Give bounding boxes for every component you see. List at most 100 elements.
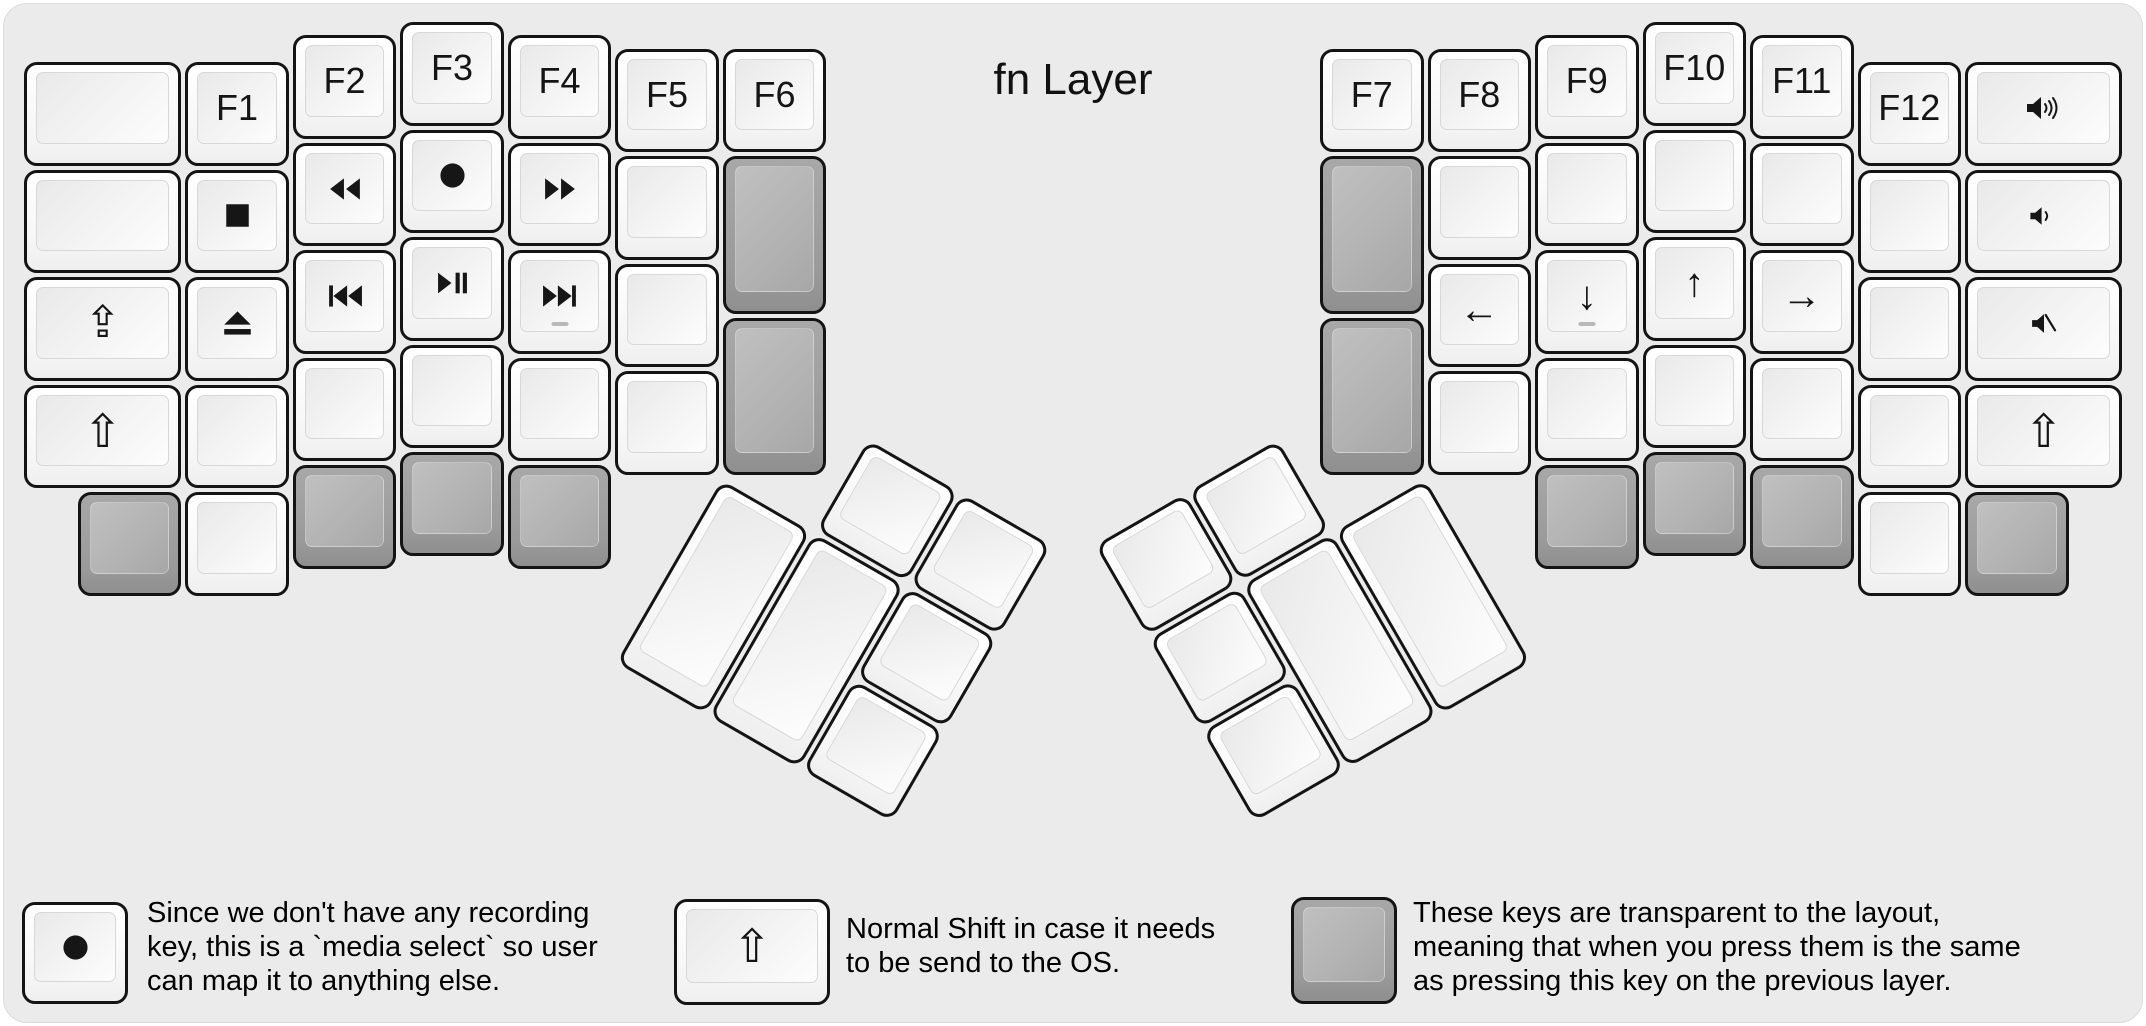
key-label: F8: [1458, 73, 1501, 115]
key-f1[interactable]: F1: [185, 62, 289, 166]
keycap-surface: ←: [1439, 273, 1519, 346]
key-f12[interactable]: F12: [1857, 62, 1961, 166]
fast-forward-icon: [543, 176, 577, 202]
legend-text-line: to be send to the OS.: [846, 947, 1121, 979]
key-blank[interactable]: [1642, 344, 1746, 448]
key-arrow-down[interactable]: ↓: [1535, 250, 1639, 354]
key-stop[interactable]: [185, 169, 289, 274]
key-blank[interactable]: [615, 156, 719, 260]
key-blank[interactable]: [1427, 371, 1531, 475]
key-prev-track[interactable]: [292, 250, 397, 354]
key-transparent[interactable]: [1965, 492, 2069, 596]
key-blank[interactable]: [1535, 357, 1639, 462]
legend-text-line: key, this is a `media select` so user: [147, 931, 598, 963]
key-blank[interactable]: [1857, 277, 1961, 381]
key-blank[interactable]: [1750, 357, 1854, 462]
key-blank[interactable]: [292, 357, 397, 462]
keycap-surface: [1332, 327, 1412, 453]
key-transparent[interactable]: [400, 452, 504, 556]
key-label: ⇧: [83, 404, 122, 457]
keycap-surface: [1654, 462, 1734, 534]
key-blank[interactable]: [24, 62, 182, 166]
key-blank[interactable]: [1642, 129, 1746, 233]
key-blank[interactable]: [1535, 142, 1639, 247]
key-play-pause[interactable]: [400, 237, 504, 341]
record-icon: [61, 933, 90, 962]
key-shift[interactable]: ⇧: [24, 384, 182, 489]
key-eject[interactable]: [185, 277, 289, 381]
key-fast-forward[interactable]: [507, 142, 612, 247]
keycap-surface: [197, 394, 277, 467]
key-blank[interactable]: [615, 371, 719, 475]
key-f6[interactable]: F6: [722, 48, 827, 153]
key-blank[interactable]: [507, 357, 612, 462]
keycap-surface: [412, 247, 492, 319]
key-arrow-up[interactable]: ↑: [1642, 237, 1746, 341]
key-label: F3: [430, 46, 473, 88]
keycap-surface: [36, 179, 170, 252]
key-blank[interactable]: [1427, 156, 1531, 260]
stop-icon: [224, 202, 251, 229]
keycap-surface: [1164, 601, 1269, 704]
keycap-surface: F5: [627, 58, 707, 131]
keycap-surface: [34, 912, 116, 982]
key-transparent[interactable]: [1750, 465, 1854, 569]
legend-key-transparent: [1291, 897, 1397, 1004]
key-blank[interactable]: [400, 344, 504, 448]
key-transparent[interactable]: [507, 465, 612, 569]
key-transparent[interactable]: [292, 465, 397, 569]
key-transparent[interactable]: [722, 156, 827, 314]
legend-text-line: as pressing this key on the previous lay…: [1413, 965, 1952, 997]
key-f8[interactable]: F8: [1427, 48, 1531, 153]
key-transparent[interactable]: [722, 317, 827, 475]
key-transparent[interactable]: [1535, 465, 1639, 569]
key-f2[interactable]: F2: [292, 35, 397, 139]
keycap-surface: [1547, 367, 1627, 440]
legend-text-line: Since we don't have any recording: [147, 897, 590, 929]
key-arrow-left[interactable]: ←: [1427, 263, 1531, 368]
key-transparent[interactable]: [1320, 317, 1424, 475]
key-f5[interactable]: F5: [615, 48, 719, 153]
keycap-surface: [1303, 907, 1385, 982]
key-blank[interactable]: [1750, 142, 1854, 247]
key-next-track[interactable]: [507, 250, 612, 354]
keycap-surface: [1869, 179, 1949, 252]
key-blank[interactable]: [1857, 492, 1961, 596]
keycap-surface: ⇪: [36, 287, 170, 359]
key-volume-down[interactable]: [1965, 169, 2123, 274]
key-blank[interactable]: [1857, 169, 1961, 274]
key-rewind[interactable]: [292, 142, 397, 247]
key-volume-up[interactable]: [1965, 62, 2123, 166]
key-blank[interactable]: [24, 169, 182, 274]
key-transparent[interactable]: [1320, 156, 1424, 314]
key-f11[interactable]: F11: [1750, 35, 1854, 139]
keycap-surface: [519, 475, 600, 547]
key-blank[interactable]: [615, 263, 719, 368]
key-media-select[interactable]: [400, 129, 504, 233]
keycap-surface: [1977, 179, 2111, 252]
key-transparent[interactable]: [1642, 452, 1746, 556]
keycap-surface: ↓: [1547, 260, 1627, 332]
keycap-surface: ↑: [1654, 247, 1734, 319]
legend-key-media-select: [22, 902, 128, 1004]
key-f9[interactable]: F9: [1535, 35, 1639, 139]
key-f10[interactable]: F10: [1642, 22, 1746, 126]
key-f4[interactable]: F4: [507, 35, 612, 139]
key-caps-lock[interactable]: ⇪: [24, 277, 182, 381]
key-f3[interactable]: F3: [400, 22, 504, 126]
keycap-surface: [1547, 152, 1627, 225]
key-shift[interactable]: ⇧: [1965, 384, 2123, 489]
keycap-surface: [519, 367, 600, 440]
key-arrow-right[interactable]: →: [1750, 250, 1854, 354]
key-mute[interactable]: [1965, 277, 2123, 381]
keycap-surface: F4: [519, 45, 600, 117]
key-transparent[interactable]: [77, 492, 182, 596]
key-blank[interactable]: [185, 492, 289, 596]
key-blank[interactable]: [1857, 384, 1961, 489]
key-f7[interactable]: F7: [1320, 48, 1424, 153]
keycap-surface: [519, 260, 600, 332]
key-blank[interactable]: [185, 384, 289, 489]
keycap-surface: [1332, 166, 1412, 292]
